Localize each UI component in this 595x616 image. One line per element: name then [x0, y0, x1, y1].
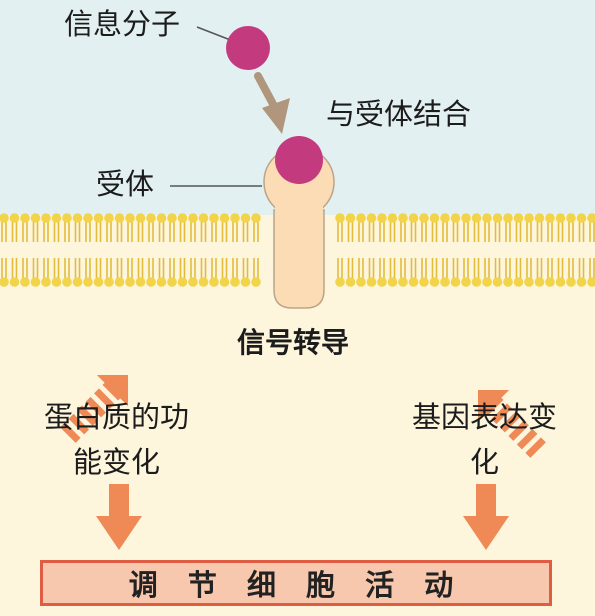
regulate-cell-activity-banner: 调 节 细 胞 活 动 [40, 560, 552, 606]
down-arrow-right [463, 484, 509, 550]
receptor-label: 受体 [96, 167, 155, 201]
cell-membrane [0, 213, 595, 287]
binding-label: 与受体结合 [326, 97, 472, 131]
binding-arrow [254, 72, 290, 134]
signal-transduction-label: 信号转导 [237, 326, 350, 359]
protein-function-label: 蛋白质的功能变化 [44, 400, 190, 479]
signal-molecule-label: 信息分子 [64, 7, 181, 41]
gene-expression-label: 基因表达变化 [412, 400, 558, 479]
bound-ligand [275, 136, 323, 184]
banner-text: 调 节 细 胞 活 动 [128, 568, 464, 602]
signal-molecule [226, 26, 270, 70]
down-arrow-left [96, 484, 142, 550]
signal-molecule-pointer [196, 26, 234, 42]
transduction-arrow-left [60, 375, 128, 443]
